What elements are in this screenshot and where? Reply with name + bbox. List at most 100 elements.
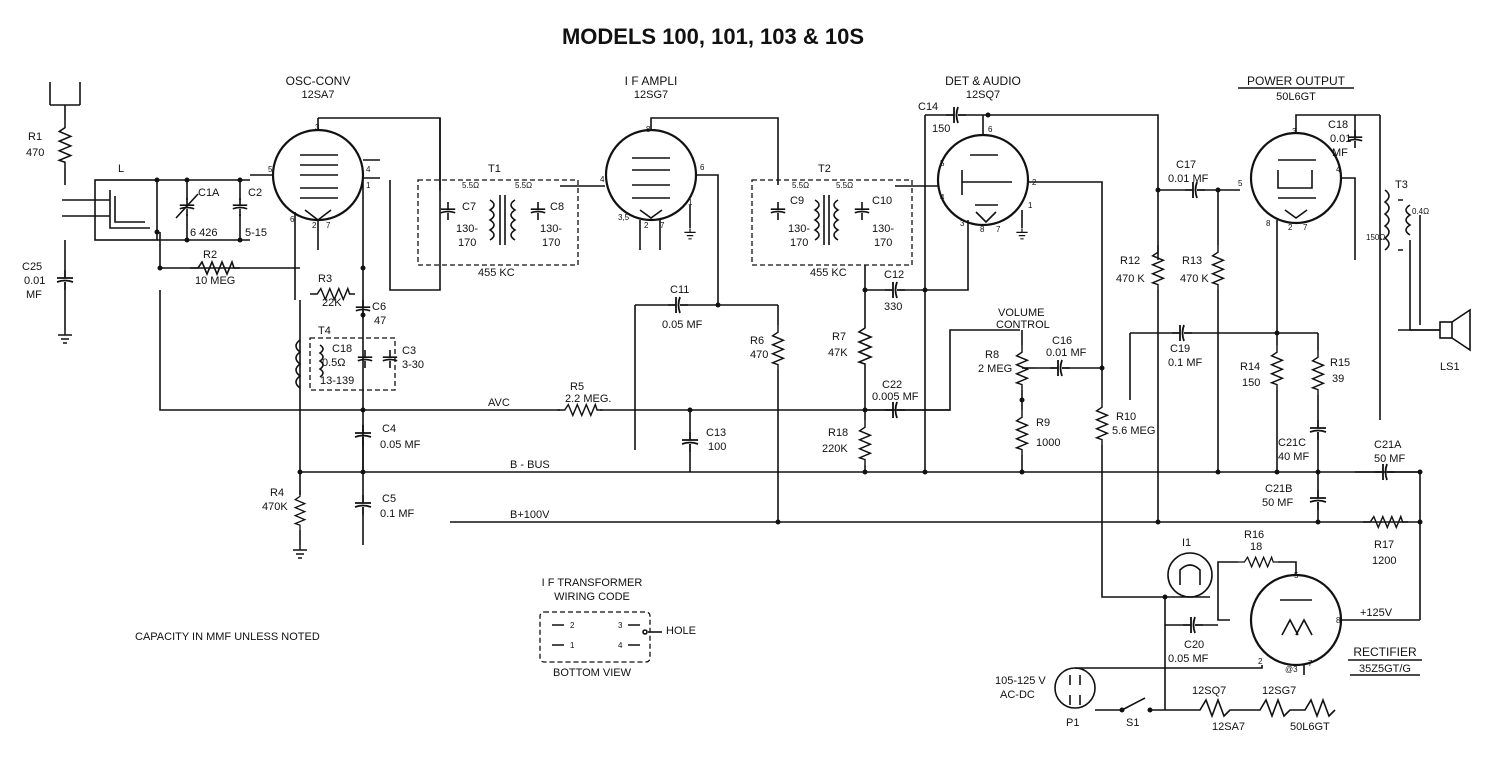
if-transformer-wiring-code: 21 34 xyxy=(539,611,662,663)
capacitor-c14 xyxy=(946,106,966,124)
svg-text:3: 3 xyxy=(960,219,965,228)
c13-ref: C13 xyxy=(706,427,726,439)
r3-ref: R3 xyxy=(318,273,332,285)
capacitor-c21c xyxy=(1309,420,1327,440)
c10-ref: C10 xyxy=(872,195,892,207)
r3-value: 22K xyxy=(322,297,342,309)
plus-125v-net-label: +125V xyxy=(1360,607,1393,619)
svg-text:7: 7 xyxy=(660,221,665,230)
ground-icon xyxy=(57,330,73,344)
c22-ref: C22 xyxy=(882,379,902,391)
svg-text:2: 2 xyxy=(570,621,575,630)
capacitor-c10 xyxy=(853,202,871,220)
svg-text:2: 2 xyxy=(1288,223,1293,232)
r10-value: 5.6 MEG xyxy=(1112,425,1155,437)
r10-ref: R10 xyxy=(1116,411,1136,423)
resistor-r5 xyxy=(556,403,604,417)
det-audio-tube: 12SQ7 xyxy=(966,89,1000,101)
volume-control-line2: CONTROL xyxy=(996,319,1050,331)
svg-text:5.5Ω: 5.5Ω xyxy=(792,181,809,190)
resistor-r9 xyxy=(1015,410,1029,455)
c9-value: 130- xyxy=(788,223,810,235)
heater-12sq7: 12SQ7 xyxy=(1192,685,1226,697)
r14-value: 150 xyxy=(1242,377,1260,389)
capacitor-c6 xyxy=(354,300,372,318)
c6-value: 47 xyxy=(374,315,386,327)
c22-value: 0.005 MF xyxy=(872,391,919,403)
c11-value: 0.05 MF xyxy=(662,319,703,331)
capacitor-c5 xyxy=(354,495,372,515)
svg-text:7: 7 xyxy=(1308,659,1313,668)
svg-text:T3: T3 xyxy=(1395,179,1408,191)
svg-text:4: 4 xyxy=(600,175,605,184)
output-transformer-t3: T3 150Ω 0.4Ω xyxy=(1366,115,1429,420)
resistor-r16 xyxy=(1238,556,1278,568)
supply-voltage-line1: 105-125 V xyxy=(995,675,1046,687)
supply-voltage-line2: AC-DC xyxy=(1000,689,1035,701)
svg-text:2: 2 xyxy=(312,221,317,230)
c1a-ref: C1A xyxy=(198,187,220,199)
heater-50l6gt: 50L6GT xyxy=(1290,721,1330,733)
c21b-ref: C21B xyxy=(1265,483,1293,495)
c9-value2: 170 xyxy=(790,237,808,249)
svg-text:T2: T2 xyxy=(818,163,831,175)
c14-value: 150 xyxy=(932,123,950,135)
svg-text:5: 5 xyxy=(1294,571,1299,580)
loop-antenna-coil: L xyxy=(94,163,158,241)
c17-ref: C17 xyxy=(1176,159,1196,171)
loudspeaker-icon xyxy=(1398,308,1471,352)
r4-value: 470K xyxy=(262,501,288,513)
r18-value: 220K xyxy=(822,443,848,455)
c25-ref: C25 xyxy=(22,261,42,273)
svg-text:150Ω: 150Ω xyxy=(1366,233,1385,242)
power-switch-s1[interactable] xyxy=(1119,697,1153,713)
osc-conv-tube: 12SA7 xyxy=(301,89,334,101)
c3-value: 3-30 xyxy=(402,359,424,371)
r8-ref: R8 xyxy=(985,349,999,361)
svg-text:3: 3 xyxy=(618,621,623,630)
c7-value: 130- xyxy=(456,223,478,235)
svg-text:4: 4 xyxy=(618,641,623,650)
resistor-r4 xyxy=(294,490,306,530)
svg-text:6: 6 xyxy=(988,125,993,134)
r8-value: 2 MEG xyxy=(978,363,1012,375)
r12-ref: R12 xyxy=(1120,255,1140,267)
if-ampl-heading: I F AMPLI xyxy=(625,74,678,88)
c12-ref: C12 xyxy=(884,269,904,281)
c8-ref: C8 xyxy=(550,201,564,213)
p1-label: P1 xyxy=(1066,717,1079,729)
c21c-ref: C21C xyxy=(1278,437,1306,449)
c2-ref: C2 xyxy=(248,187,262,199)
r12-value: 470 K xyxy=(1116,273,1145,285)
svg-text:2: 2 xyxy=(644,221,649,230)
capacitor-c21b xyxy=(1309,490,1327,510)
rectifier-tube: 35Z5GT/G xyxy=(1359,663,1411,675)
c9-ref: C9 xyxy=(790,195,804,207)
legend-bottom-view: BOTTOM VIEW xyxy=(553,667,632,679)
capacitor-c12 xyxy=(885,281,905,299)
c1a-value: 6 426 xyxy=(190,227,218,239)
c6-ref: C6 xyxy=(372,301,386,313)
power-plug-icon xyxy=(1054,667,1096,709)
r2-value: 10 MEG xyxy=(195,275,235,287)
capacitor-c20 xyxy=(1183,616,1203,634)
c18-output-unit: MF xyxy=(1332,147,1348,159)
c14-ref: C14 xyxy=(918,101,938,113)
ls1-label: LS1 xyxy=(1440,361,1460,373)
det-audio-heading: DET & AUDIO xyxy=(945,74,1021,88)
r6-value: 470 xyxy=(750,349,768,361)
c21a-ref: C21A xyxy=(1374,439,1402,451)
svg-text:4: 4 xyxy=(940,193,945,202)
avc-net-label: AVC xyxy=(488,397,510,409)
svg-text:1: 1 xyxy=(1028,201,1033,210)
rectifier-heading: RECTIFIER xyxy=(1353,645,1417,659)
c4-value: 0.05 MF xyxy=(380,439,421,451)
r17-value: 1200 xyxy=(1372,555,1396,567)
ground-icon xyxy=(292,545,308,559)
page-title: MODELS 100, 101, 103 & 10S xyxy=(562,24,864,49)
i1-label: I1 xyxy=(1182,537,1191,549)
c10-value: 130- xyxy=(872,223,894,235)
c20-ref: C20 xyxy=(1184,639,1204,651)
